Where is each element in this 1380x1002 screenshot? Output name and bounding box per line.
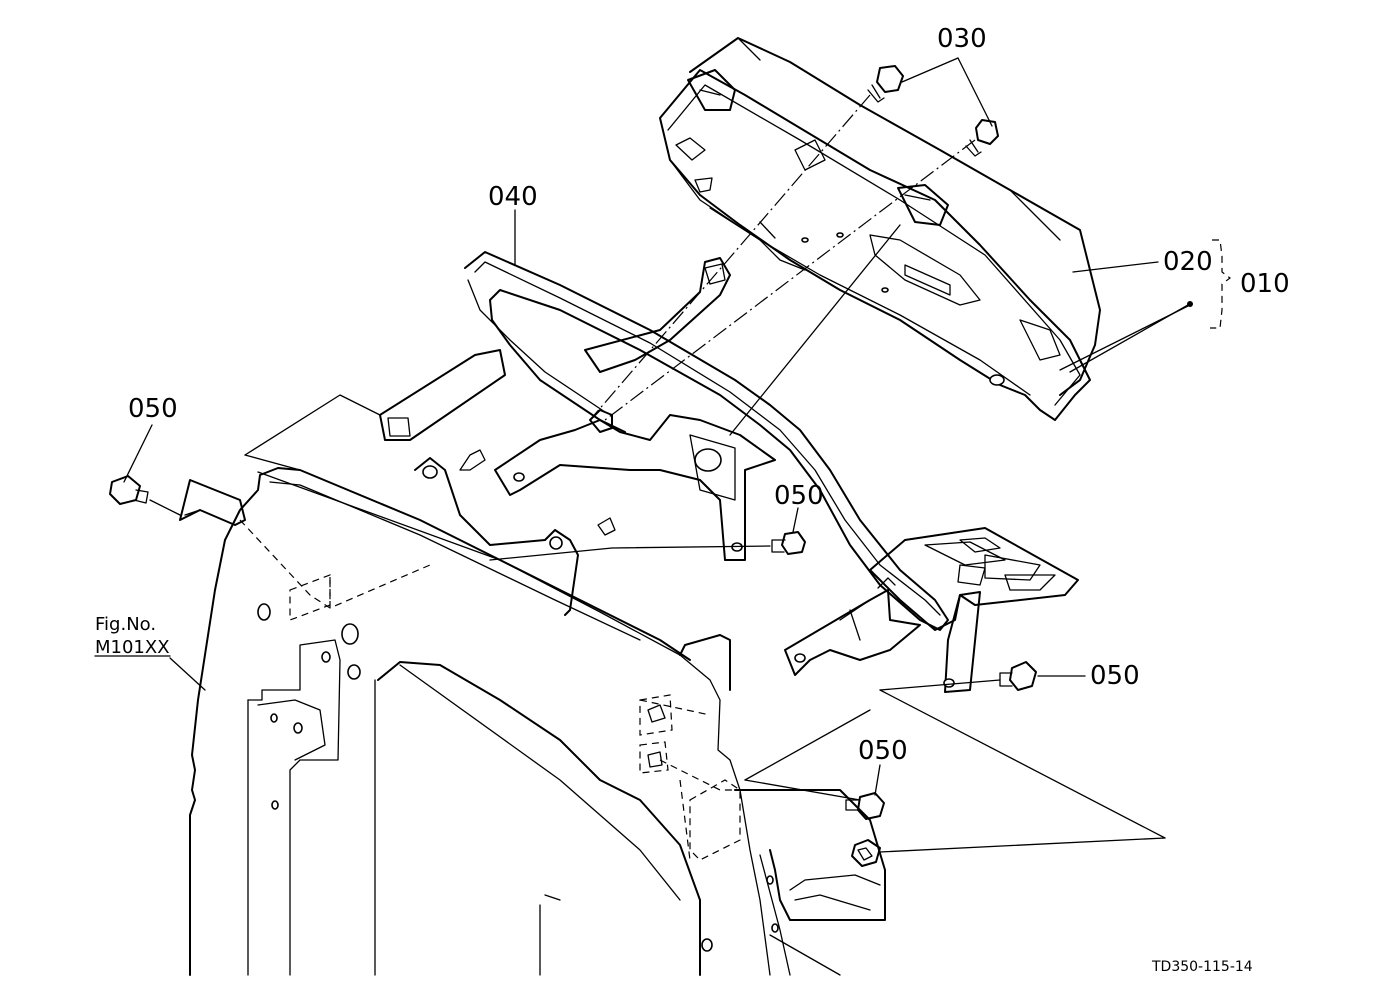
- bolt-050-left: [109, 475, 149, 505]
- dash-frame: [179, 449, 886, 976]
- callout-010: 010: [1240, 269, 1290, 299]
- screw-030-upper: [867, 65, 904, 103]
- bolt-050-center: [771, 531, 806, 555]
- callout-050-right: 050: [1090, 661, 1140, 691]
- figure-ref-number: M101XX: [95, 637, 170, 658]
- callout-050-left: 050: [128, 394, 178, 424]
- screw-030-lower: [965, 119, 999, 157]
- meter-bracket-040: [379, 251, 1079, 693]
- instrument-panel-020: [659, 37, 1101, 421]
- figure-ref-label: Fig.No.: [95, 614, 156, 635]
- callout-020: 020: [1163, 247, 1213, 277]
- assembly-lines: [149, 94, 1191, 861]
- callout-050-lower: 050: [858, 736, 908, 766]
- reference-dot: [1187, 301, 1193, 307]
- nut-050-lower: [851, 839, 881, 867]
- callout-040: 040: [488, 182, 538, 212]
- callout-050-center: 050: [774, 481, 824, 511]
- callout-030: 030: [937, 24, 987, 54]
- drawing-code: TD350-115-14: [1151, 959, 1253, 975]
- callout-leaders: [94, 57, 1231, 796]
- bolt-050-right: [999, 661, 1037, 691]
